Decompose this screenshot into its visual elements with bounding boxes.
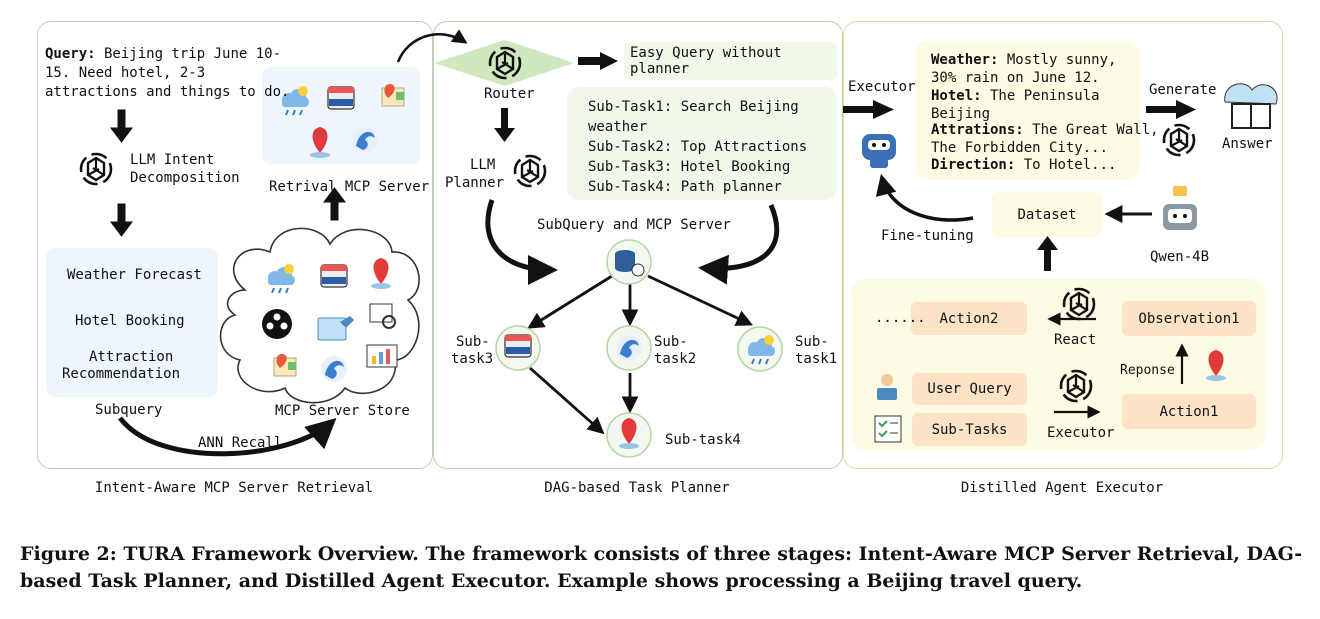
panel-executor <box>843 21 1283 469</box>
node-sub4-label: Sub-task4 <box>665 432 741 448</box>
easy-query-label: Easy Query without planner <box>630 45 782 77</box>
panel-retrieval-title: Intent-Aware MCP Server Retrieval <box>94 480 374 496</box>
chart-screen-icon <box>366 344 398 368</box>
checklist-icon <box>874 415 902 443</box>
action1-box: Action1 <box>1122 394 1256 429</box>
answer-label: Answer <box>1222 136 1273 152</box>
node-sub2-label-1: Sub- <box>654 334 688 350</box>
query-text-1: Beijing trip June 10- <box>95 46 282 62</box>
subtask1-line-2: weather <box>588 119 648 135</box>
react-label: React <box>1054 332 1097 348</box>
panel-executor-title: Distilled Agent Executor <box>960 480 1164 496</box>
subquery-mcp-label: SubQuery and MCP Server <box>537 217 731 233</box>
panel-planner-title: DAG-based Task Planner <box>544 480 730 496</box>
direction-line: Direction: To Hotel... <box>931 156 1116 174</box>
figure-caption: Figure 2: TURA Framework Overview. The f… <box>20 543 1303 592</box>
attractions-line-1: Attrations: The Great Wall, <box>931 121 1159 139</box>
weather-line-1: Weather: Mostly sunny, <box>931 51 1116 69</box>
weather-line-2: 30% rain on June 12. <box>931 70 1100 86</box>
subquery-recommendation: Recommendation <box>62 366 181 382</box>
qwen-label: Qwen-4B <box>1150 249 1210 265</box>
sub-tasks-box: Sub-Tasks <box>912 413 1027 446</box>
router-label: Router <box>484 86 535 102</box>
executor-result-box <box>915 41 1140 180</box>
sub-tasks-label: Sub-Tasks <box>931 421 1008 438</box>
ann-recall-label: ANN Recall <box>198 435 283 451</box>
attractions-label: Attrations: <box>931 122 1024 138</box>
action2-label: Action2 <box>939 310 999 327</box>
mcp-store-label: MCP Server Store <box>275 403 410 419</box>
attractions-value-1: The Great Wall, <box>1023 122 1159 138</box>
subtask2-text: Sub-Task2: Top Attractions <box>588 139 808 155</box>
observation1-box: Observation1 <box>1122 301 1256 336</box>
observation1-label: Observation1 <box>1138 310 1240 327</box>
query-label: Query: <box>45 46 96 62</box>
user-laptop-icon <box>877 374 897 400</box>
subquery-hotel: Hotel Booking <box>75 313 185 329</box>
query-line-1: Query: Beijing trip June 10- <box>45 45 281 63</box>
weather-value-1: Mostly sunny, <box>998 52 1117 68</box>
action2-box: Action2 <box>911 302 1027 335</box>
qwen-robot-icon <box>1163 186 1197 230</box>
robot-executor-icon <box>862 134 896 168</box>
answer-book-icon <box>1224 83 1278 129</box>
query-line-2: 15. Need hotel, 2-3 <box>45 65 206 81</box>
fine-tuning-label: Fine-tuning <box>881 228 974 244</box>
node-sub3-label-2: task3 <box>451 351 494 367</box>
subquery-attraction: Attraction <box>89 349 174 365</box>
node-sub3-label-1: Sub- <box>456 334 490 350</box>
hotel-line-1: Hotel: The Peninsula <box>931 87 1100 105</box>
subquery-box <box>46 248 218 397</box>
ticket-icon <box>317 316 354 341</box>
executor-bottom-label: Executor <box>1047 425 1115 441</box>
intent-label-1: LLM Intent <box>130 152 215 168</box>
direction-label: Direction: <box>931 157 1016 173</box>
subtask4-text: Sub-Task4: Path planner <box>588 179 782 195</box>
dataset-label: Dataset <box>1017 206 1077 223</box>
subquery-label: Subquery <box>95 402 163 418</box>
panel-retrieval <box>37 21 433 469</box>
hotel-value-1: The Peninsula <box>981 88 1100 104</box>
generate-label: Generate <box>1149 82 1217 98</box>
analytics-icon <box>369 303 396 329</box>
hotel-label: Hotel: <box>931 88 982 104</box>
node-sub2-label-2: task2 <box>654 351 697 367</box>
llm-planner-label-1: LLM <box>470 157 496 173</box>
llm-planner-label-2: Planner <box>445 175 505 191</box>
action1-label: Action1 <box>1159 403 1219 420</box>
intent-label-2: Decomposition <box>130 170 240 186</box>
user-query-box: User Query <box>912 373 1027 405</box>
subtask1-line-1: Sub-Task1: Search Beijing <box>588 99 799 115</box>
attractions-line-2: The Forbidden City... <box>931 140 1109 156</box>
panel-planner <box>433 21 843 469</box>
p1-arrows <box>110 109 346 237</box>
retrieval-server-label: Retrival MCP Server <box>269 179 430 195</box>
user-query-label: User Query <box>927 381 1012 397</box>
reponse-label: Reponse <box>1120 363 1175 378</box>
dots-label: ...... <box>875 310 926 326</box>
hotel-line-2: Beijing <box>931 106 991 122</box>
subtask3-text: Sub-Task3: Hotel Booking <box>588 159 791 175</box>
retrieval-server-box <box>262 67 420 164</box>
subtask-list-box <box>567 87 837 200</box>
node-sub1-label-1: Sub- <box>795 334 829 350</box>
film-reel-icon <box>262 309 292 339</box>
dataset-box: Dataset <box>992 192 1102 237</box>
executor-top-label: Executor <box>848 79 916 95</box>
easy-query-box: Easy Query without planner <box>624 42 837 80</box>
subquery-weather: Weather Forecast <box>67 267 202 283</box>
database-icon <box>615 250 645 277</box>
query-line-3: attractions and things to do. <box>45 84 290 100</box>
weather-label: Weather: <box>931 52 999 68</box>
node-sub1-label-2: task1 <box>795 351 838 367</box>
direction-value: To Hotel... <box>1015 157 1117 173</box>
